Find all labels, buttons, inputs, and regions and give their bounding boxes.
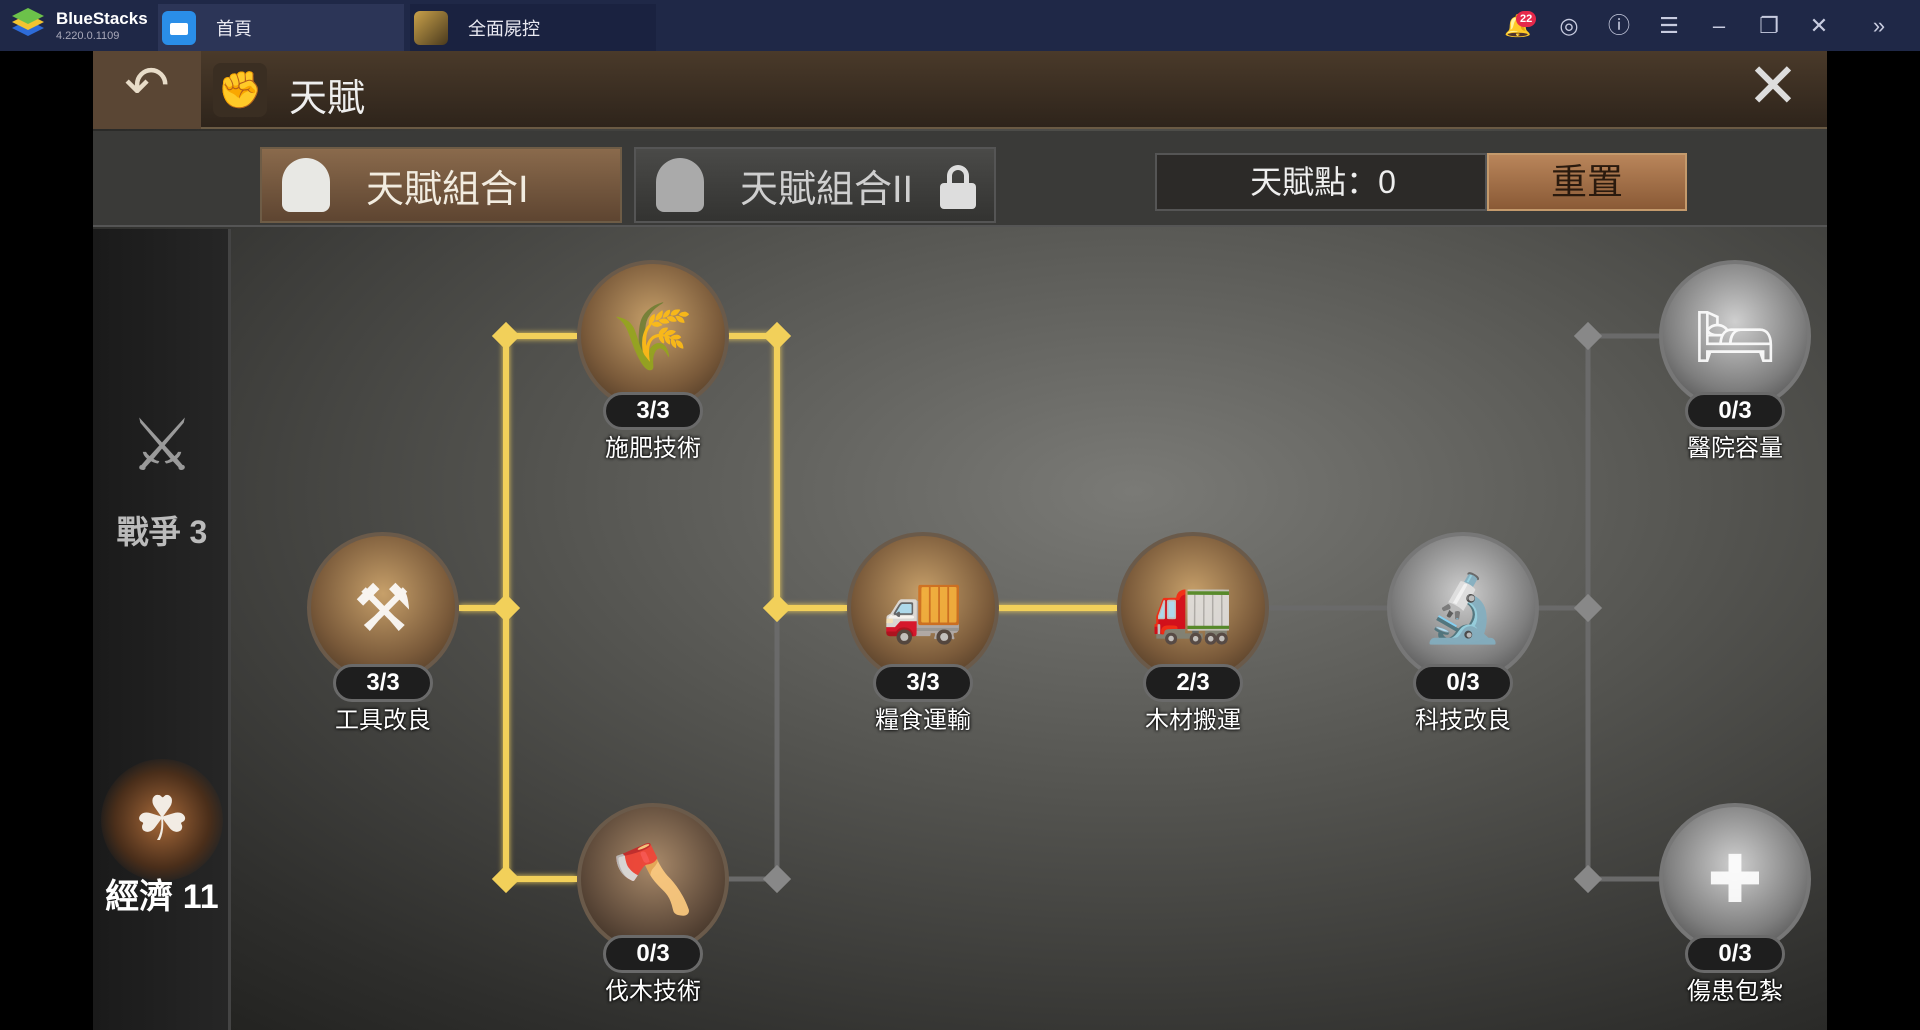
node-icon-circle: 🔬 — [1387, 532, 1539, 684]
hospital-bed-icon: 🛏 — [1693, 299, 1777, 373]
junction-diamond — [762, 321, 792, 351]
economy-icon[interactable]: ☘ — [134, 785, 190, 854]
talent-level: 3/3 — [603, 392, 703, 430]
category-economy-label[interactable]: 經濟 11 — [105, 878, 219, 916]
junction-diamond — [491, 864, 521, 894]
junction-diamond — [762, 593, 792, 623]
node-icon-circle: ⚒ — [307, 532, 459, 684]
talent-name: 木材搬運 — [1145, 707, 1241, 734]
talent-level: 0/3 — [1685, 935, 1785, 973]
talent-points-box: 天賦點：0 — [1155, 153, 1487, 211]
talent-name: 施肥技術 — [605, 435, 701, 462]
talent-node-food-transport[interactable]: 🚚 3/3 糧食運輸 — [847, 532, 999, 738]
talent-level: 0/3 — [1413, 664, 1513, 702]
node-icon-circle: 🌾 — [577, 260, 729, 412]
fist-icon: ✊ — [213, 63, 267, 117]
bluestacks-title-bar: BlueStacks 4.220.0.1109 首頁 全面屍控 🔔 22 ◎ ⓘ… — [0, 0, 1920, 51]
junction-diamond — [491, 321, 521, 351]
talent-toolbar: 天賦組合I 天賦組合II 天賦點：0 重置 — [93, 131, 1827, 227]
head-brain-icon — [656, 158, 704, 212]
node-icon-circle: 🛏 — [1659, 260, 1811, 412]
tab-talent-combo-2[interactable]: 天賦組合II — [634, 147, 996, 223]
game-icon — [414, 10, 448, 45]
restore-icon[interactable]: ❐ — [1759, 13, 1779, 38]
close-icon[interactable]: ✕ — [1809, 13, 1829, 38]
talent-name: 科技改良 — [1415, 707, 1511, 734]
node-icon-circle: ✚ — [1659, 803, 1811, 955]
minimize-icon[interactable]: – — [1712, 13, 1726, 38]
category-war-label[interactable]: 戰爭 3 — [116, 514, 208, 550]
tab-home[interactable]: 首頁 — [158, 4, 404, 51]
header-bar: ↶ ✊ 天賦 ✕ — [93, 51, 1827, 129]
junction-diamond — [1573, 321, 1603, 351]
junction-diamond — [491, 593, 521, 623]
talent-level: 3/3 — [333, 664, 433, 702]
lock-icon — [940, 165, 976, 209]
talent-level: 0/3 — [1685, 392, 1785, 430]
talent-name: 工具改良 — [335, 707, 431, 734]
junction-diamond — [762, 864, 792, 894]
microscope-icon: 🔬 — [1421, 571, 1505, 645]
talent-level: 3/3 — [873, 664, 973, 702]
junction-diamond — [1573, 593, 1603, 623]
account-icon[interactable]: ◎ — [1559, 13, 1579, 38]
page-title: 天賦 — [289, 78, 366, 120]
talent-node-hospital[interactable]: 🛏 0/3 醫院容量 — [1659, 260, 1811, 466]
tab-game[interactable]: 全面屍控 — [410, 4, 656, 51]
notification-badge: 22 — [1516, 11, 1537, 27]
medkit-icon: ✚ — [1707, 842, 1763, 916]
game-viewport: ↶ ✊ 天賦 ✕ 天賦組合I 天賦組合II 天賦點：0 重置 ⚔ 戰爭 3 ☘ … — [93, 51, 1827, 1030]
head-brain-icon — [282, 158, 330, 212]
talent-node-tools[interactable]: ⚒ 3/3 工具改良 — [307, 532, 459, 738]
node-icon-circle: 🚚 — [847, 532, 999, 684]
talent-name: 伐木技術 — [605, 978, 701, 1005]
tab-talent-combo-1[interactable]: 天賦組合I — [260, 147, 622, 223]
talent-node-tech[interactable]: 🔬 0/3 科技改良 — [1387, 532, 1539, 738]
bluestacks-logo — [12, 8, 44, 36]
tab-game-label: 全面屍控 — [468, 18, 540, 39]
menu-icon[interactable]: ☰ — [1659, 13, 1679, 38]
talent-points-text: 天賦點：0 — [1250, 164, 1396, 200]
back-arrow-icon: ↶ — [124, 56, 170, 116]
close-x-icon: ✕ — [1747, 52, 1799, 121]
talent-node-fertilizer[interactable]: 🌾 3/3 施肥技術 — [577, 260, 729, 466]
talent-level: 2/3 — [1143, 664, 1243, 702]
category-sidebar: ⚔ 戰爭 3 ☘ 經濟 11 — [93, 229, 231, 1030]
talent-node-logging[interactable]: 🪓 0/3 伐木技術 — [577, 803, 729, 1009]
food-truck-icon: 🚚 — [881, 571, 965, 645]
talent-name: 傷患包紮 — [1687, 978, 1783, 1005]
talent-node-wood-transport[interactable]: 🚛 2/3 木材搬運 — [1117, 532, 1269, 738]
talent-level: 0/3 — [603, 935, 703, 973]
node-icon-circle: 🪓 — [577, 803, 729, 955]
tab-home-label: 首頁 — [216, 18, 252, 39]
tools-icon: ⚒ — [353, 571, 413, 645]
app-version: 4.220.0.1109 — [56, 30, 120, 42]
junction-diamond — [1573, 864, 1603, 894]
help-icon[interactable]: ⓘ — [1607, 13, 1630, 38]
talent-name: 糧食運輸 — [875, 707, 971, 734]
lumberjack-icon: 🪓 — [611, 842, 695, 916]
talent-node-wounded-pack[interactable]: ✚ 0/3 傷患包紮 — [1659, 803, 1811, 1009]
tab-talent-combo-2-label: 天賦組合II — [740, 168, 914, 211]
close-button[interactable]: ✕ — [1743, 56, 1803, 119]
reset-button[interactable]: 重置 — [1487, 153, 1687, 211]
talent-name: 醫院容量 — [1687, 435, 1783, 462]
seed-sack-icon: 🌾 — [611, 299, 695, 373]
home-icon — [162, 10, 196, 45]
tab-talent-combo-1-label: 天賦組合I — [366, 168, 529, 211]
category-selected-glow — [101, 759, 223, 881]
crossed-rifles-icon[interactable]: ⚔ — [129, 406, 195, 486]
back-button[interactable]: ↶ — [93, 51, 201, 129]
wood-truck-icon: 🚛 — [1151, 571, 1235, 645]
app-name: BlueStacks — [56, 9, 148, 28]
node-icon-circle: 🚛 — [1117, 532, 1269, 684]
expand-icon[interactable]: » — [1872, 13, 1886, 38]
